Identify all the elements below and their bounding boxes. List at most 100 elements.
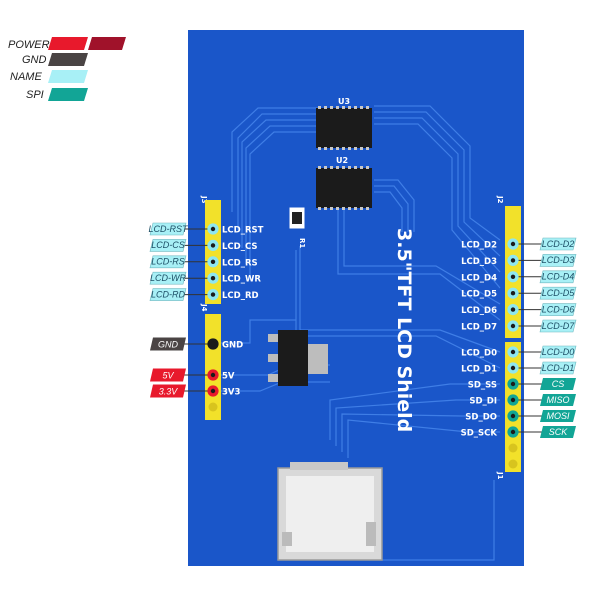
j1-lcd-d0-silk: LCD_D0: [461, 349, 497, 359]
j2-lcd-d7-pin-hole: [510, 323, 516, 329]
j4-gnd-tag-bg: [150, 337, 186, 351]
j2-lcd-d3-tag-bg: [539, 254, 577, 267]
j3-lcd-rst-pin-hole: [210, 226, 216, 232]
j2-lcd-d5-pin-hole: [510, 291, 516, 296]
j1-sd-di-tag-label: MISO: [546, 395, 569, 405]
j1-sd-do-silk: SD_DO: [465, 413, 497, 423]
j4-unlabeled-pin: [208, 402, 218, 412]
j2-lcd-d5-tag-bg: [539, 286, 577, 300]
j4-3v3-tag-label: 3.3V: [159, 386, 179, 396]
header-j3-label: J3: [200, 195, 208, 204]
j3-lcd-rs-silk: LCD_RS: [222, 258, 258, 268]
j3-lcd-cs-tag-bg: [149, 239, 187, 252]
j2-lcd-d7-tag-bg: [539, 319, 577, 333]
j4-5v-tag-bg: [150, 368, 186, 382]
j1-lcd-d1-tag-label: LCD-D1: [542, 363, 575, 373]
j1-unlabeled-pin: [508, 443, 518, 453]
j2-lcd-d4-silk: LCD_D4: [461, 273, 497, 283]
pcb-traces: [218, 105, 501, 561]
legend-gnd-swatch: [48, 53, 88, 66]
j2-lcd-d3-tag-label: LCD-D3: [542, 255, 575, 265]
j2-lcd-d6-silk: LCD_D6: [461, 306, 497, 316]
j3-lcd-rst-tag-label: LCD-RST: [148, 224, 189, 234]
j3-lcd-cs-tag-label: LCD-CS: [151, 240, 185, 250]
j3-lcd-wr-tag-bg: [149, 271, 187, 285]
j1-sd-ss-silk: SD_SS: [468, 381, 497, 391]
j3-lcd-cs-pin-hole: [210, 243, 216, 248]
j2-lcd-d3-pin-hole: [510, 258, 516, 263]
j3-lcd-rs-tag-label: LCD-RS: [151, 257, 185, 267]
j3-lcd-rst-tag-bg: [149, 222, 187, 236]
j2-lcd-d4-pin-hole: [510, 274, 516, 279]
j3-lcd-rd-pin-hole: [210, 292, 216, 297]
chip-u3: U3: [316, 97, 372, 150]
j1-unlabeled-pin: [508, 459, 518, 469]
j4-3v3-tag-bg: [150, 384, 186, 398]
j2-lcd-d2-pin-hole: [510, 241, 516, 247]
j1-lcd-d0-pin-hole: [510, 349, 516, 355]
j2-lcd-d2-silk: LCD_D2: [461, 241, 497, 251]
j1-sd-di-pin-hole: [510, 397, 516, 403]
j3-lcd-rd-tag-bg: [149, 288, 187, 301]
resistor-r1: R1: [289, 207, 306, 248]
header-j4-label: J4: [200, 303, 208, 312]
sd-socket-contacts: [290, 462, 348, 470]
j1-sd-di-silk: SD_DI: [469, 397, 497, 407]
j2-lcd-d2-tag-bg: [539, 237, 577, 251]
j2-lcd-d2-tag-label: LCD-D2: [542, 239, 575, 249]
j2-lcd-d4-tag-bg: [539, 270, 577, 284]
j4-5v-tag-label: 5V: [162, 370, 174, 380]
legend-power-label: POWER: [8, 39, 50, 51]
j3-lcd-cs-silk: LCD_CS: [222, 242, 257, 252]
j3-lcd-wr-pin-hole: [210, 276, 216, 281]
header-j2-label: J2: [496, 195, 504, 204]
j1-sd-do-tag-bg: [540, 410, 576, 422]
j2-lcd-d3-silk: LCD_D3: [461, 257, 497, 267]
j1-lcd-d1-pin-hole: [510, 365, 516, 371]
sd-card-socket: [277, 462, 383, 561]
regulator-tab: [308, 344, 328, 374]
voltage-regulator: [268, 330, 328, 386]
j1-sd-ss-tag-label: CS: [552, 379, 565, 389]
legend-spi: SPI: [26, 88, 88, 101]
j3-lcd-rs-tag-bg: [149, 255, 187, 269]
resistor-r1-label: R1: [298, 238, 306, 248]
legend-spi-label: SPI: [26, 89, 44, 101]
j2-lcd-d7-silk: LCD_D7: [461, 323, 497, 333]
j1-sd-ss-pin-hole: [510, 381, 516, 387]
j1-sd-sck-tag-label: SCK: [549, 427, 569, 437]
j4-gnd-tag-label: GND: [158, 339, 179, 349]
j4-5v-pin-hole: [210, 372, 216, 378]
j4-gnd-silk: GND: [222, 341, 243, 351]
chip-u2-label: U2: [336, 156, 348, 165]
header-j1-pins: LCD-D0LCD_D0LCD-D1LCD_D1CSSD_SSMISOSD_DI…: [461, 345, 577, 469]
j3-lcd-wr-tag-label: LCD-WR: [150, 273, 186, 283]
j4-3v3-pin-hole: [210, 388, 216, 394]
legend-gnd-label: GND: [22, 54, 47, 66]
j2-lcd-d6-pin-hole: [510, 307, 516, 312]
j3-lcd-rs-pin-hole: [210, 259, 216, 264]
header-j1-label: J1: [496, 471, 504, 480]
header-j1-strip: [505, 342, 521, 472]
chip-u2-body: [316, 168, 372, 208]
j1-sd-do-pin-hole: [510, 413, 516, 419]
regulator-body: [278, 330, 308, 386]
j1-sd-sck-silk: SD_SCK: [461, 429, 498, 439]
j1-sd-sck-tag-bg: [540, 426, 576, 438]
legend-power-swatch-2: [88, 37, 126, 50]
legend: POWER GND NAME SPI: [8, 37, 126, 101]
j2-lcd-d7-tag-label: LCD-D7: [542, 321, 576, 331]
j1-lcd-d0-tag-bg: [539, 345, 577, 359]
j2-lcd-d5-tag-label: LCD-D5: [542, 288, 576, 298]
j3-lcd-wr-silk: LCD_WR: [222, 275, 261, 285]
j3-lcd-rd-tag-label: LCD-RD: [151, 289, 186, 299]
j1-lcd-d0-tag-label: LCD-D0: [542, 347, 575, 357]
j2-lcd-d4-tag-label: LCD-D4: [542, 272, 575, 282]
j1-sd-ss-tag-bg: [540, 378, 576, 390]
j1-sd-di-tag-bg: [540, 394, 576, 406]
legend-name-label: NAME: [10, 71, 42, 83]
